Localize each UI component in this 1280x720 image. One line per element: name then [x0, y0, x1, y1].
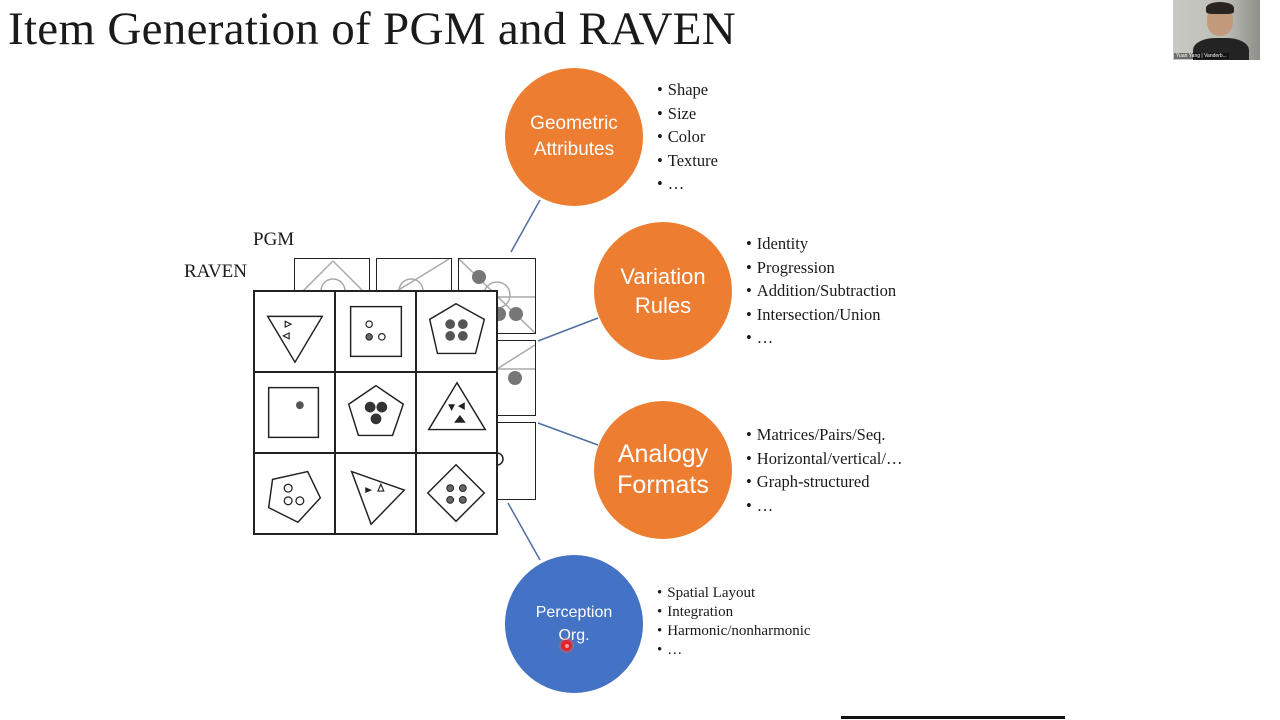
- raven-cell-4: [254, 372, 335, 453]
- list-item: Size: [657, 102, 718, 126]
- raven-cell-3: [416, 291, 497, 372]
- list-item: Horizontal/vertical/…: [746, 447, 903, 471]
- variation-rules-circle: Variation Rules: [594, 222, 732, 360]
- list-item: Intersection/Union: [746, 303, 896, 327]
- list-item: Texture: [657, 149, 718, 173]
- participant-name: Yuan Yang | Vanderb...: [1174, 53, 1229, 59]
- list-item: Matrices/Pairs/Seq.: [746, 423, 902, 447]
- list-item: Harmonic/nonharmonic: [657, 622, 810, 641]
- list-item: …: [746, 494, 902, 518]
- participant-body: [1193, 38, 1249, 60]
- raven-cell-8: [335, 453, 416, 534]
- connector-geometric: [510, 199, 541, 253]
- pgm-panel-6: [496, 340, 536, 416]
- pgm-panel-9: [496, 422, 536, 500]
- raven-cell-7: [254, 453, 335, 534]
- participant-video-thumbnail[interactable]: Yuan Yang | Vanderb...: [1173, 0, 1260, 60]
- raven-cell-9: [416, 453, 497, 534]
- list-item: Addition/Subtraction: [746, 279, 896, 303]
- geometric-attributes-circle: Geometric Attributes: [505, 68, 643, 206]
- raven-cell-5: [335, 372, 416, 453]
- list-item: Spatial Layout: [657, 584, 811, 603]
- laser-pointer-icon: [561, 640, 572, 651]
- list-item: …: [657, 641, 811, 660]
- pgm-panel-1: [294, 258, 370, 304]
- topic-label-line: Formats: [617, 471, 709, 499]
- participant-hair: [1206, 2, 1234, 14]
- pgm-panel-1-shapes: [302, 260, 364, 304]
- list-item: Color: [657, 125, 718, 149]
- topic-label-line: Org.: [558, 627, 590, 644]
- list-item: Progression: [746, 256, 896, 280]
- list-item: Graph-structured: [746, 470, 902, 494]
- connector-analogy: [537, 422, 599, 446]
- triangle-shape-icon: [350, 470, 406, 526]
- topic-label-line: Rules: [634, 293, 692, 318]
- bottom-edge-bar: [841, 716, 1065, 719]
- topic-label-line: Analogy: [617, 440, 709, 468]
- raven-matrix: [253, 290, 498, 535]
- square-shape-icon: [349, 305, 403, 358]
- analogy-formats-list: Matrices/Pairs/Seq. Horizontal/vertical/…: [746, 423, 903, 518]
- triangle-shape-icon: [266, 315, 324, 364]
- analogy-formats-circle: Analogy Formats: [594, 401, 732, 539]
- pgm-panel-6-shapes: [496, 344, 536, 385]
- pentagon-shape-icon: [347, 384, 405, 437]
- triangle-shape-icon: [427, 381, 487, 431]
- topic-label-line: Geometric: [530, 113, 618, 134]
- pgm-panel-2: [376, 258, 452, 304]
- pgm-panel-2-shapes: [396, 258, 450, 304]
- square-shape-icon: [267, 386, 320, 439]
- topic-label-line: Attributes: [533, 139, 615, 160]
- connector-variation: [537, 317, 599, 342]
- list-item: …: [746, 326, 896, 350]
- topic-label-line: Perception: [535, 604, 613, 621]
- raven-label: RAVEN: [184, 261, 247, 282]
- topic-label-line: Variation: [620, 264, 706, 289]
- pgm-label: PGM: [253, 229, 295, 250]
- geometric-attributes-list: Shape Size Color Texture …: [657, 78, 718, 196]
- connector-perception: [507, 502, 541, 561]
- list-item: Integration: [657, 603, 811, 622]
- variation-rules-list: Identity Progression Addition/Subtractio…: [746, 232, 896, 350]
- pentagon-shape-icon: [428, 302, 486, 355]
- list-item: Identity: [746, 232, 896, 256]
- perception-org-list: Spatial Layout Integration Harmonic/nonh…: [657, 584, 811, 660]
- pgm-panel-9-shapes: [496, 452, 504, 466]
- raven-cell-6: [416, 372, 497, 453]
- list-item: …: [657, 172, 718, 196]
- diamond-shape-icon: [426, 463, 486, 523]
- slide-title: Item Generation of PGM and RAVEN: [8, 3, 736, 55]
- pentagon-shape-icon: [267, 470, 322, 524]
- list-item: Shape: [657, 78, 718, 102]
- perception-org-circle: Perception Org.: [505, 555, 643, 693]
- raven-cell-2: [335, 291, 416, 372]
- raven-cell-1: [254, 291, 335, 372]
